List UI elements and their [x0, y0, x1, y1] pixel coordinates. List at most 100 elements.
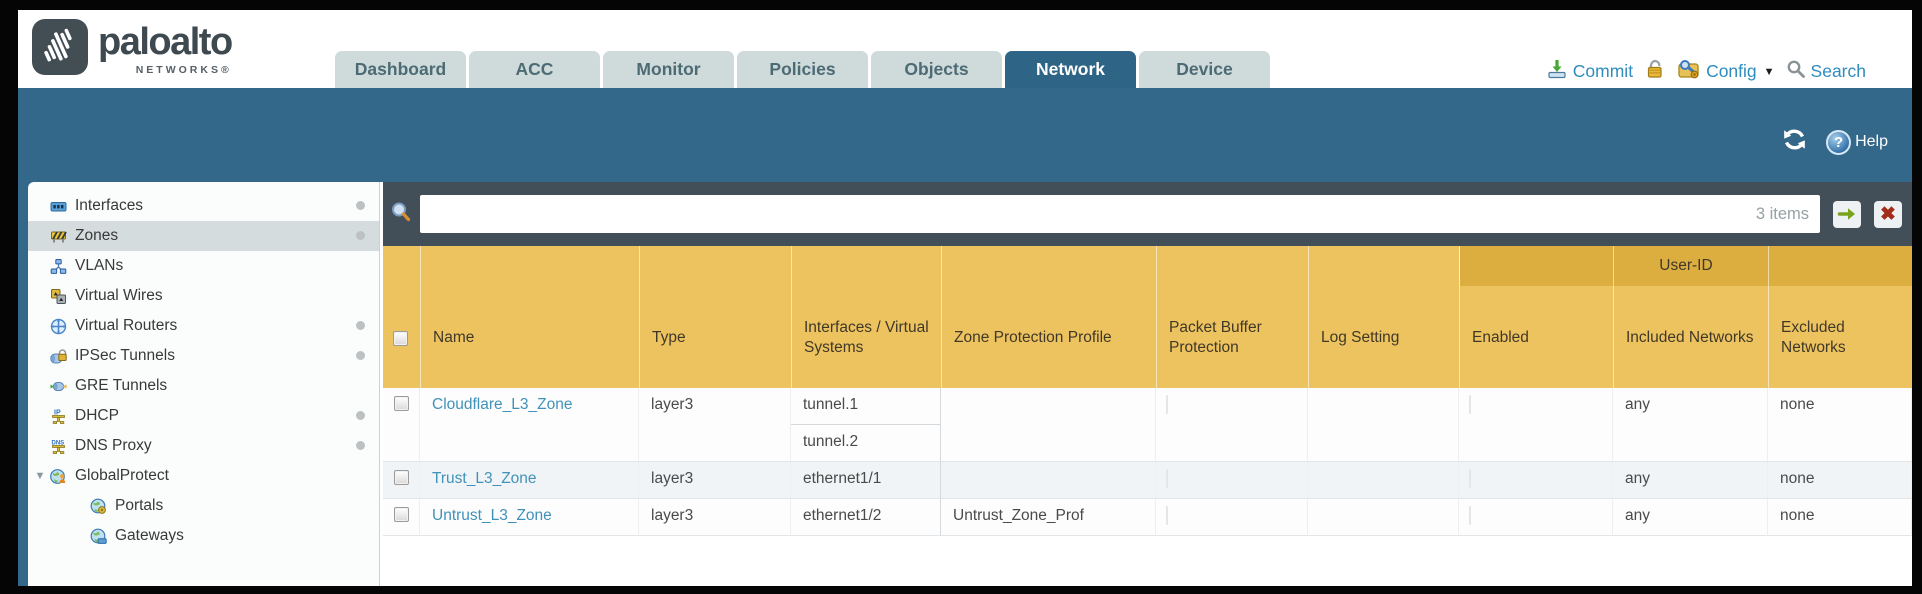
packet-buffer-checkbox[interactable] [1166, 469, 1168, 488]
interfaces-cell: tunnel.1 tunnel.2 [791, 388, 941, 462]
table-header: User-ID Name Type Interfaces / Virtual S… [383, 246, 1912, 388]
sidebar-item-zones[interactable]: Zones [28, 221, 379, 251]
app-window: paloalto NETWORKS® Dashboard ACC Monitor… [18, 10, 1912, 586]
tab-device[interactable]: Device [1139, 51, 1270, 88]
tab-objects[interactable]: Objects [871, 51, 1002, 88]
user-id-enabled-checkbox[interactable] [1469, 506, 1471, 525]
tab-acc[interactable]: ACC [469, 51, 600, 88]
status-dot [356, 411, 365, 420]
dhcp-icon: IP [50, 408, 67, 425]
type-cell: layer3 [639, 388, 791, 462]
gateways-icon [90, 528, 107, 545]
search-button[interactable]: Search [1786, 59, 1866, 84]
status-dot [356, 441, 365, 450]
select-all-cell [383, 246, 420, 388]
sidebar-item-interfaces[interactable]: Interfaces [28, 191, 379, 221]
clear-filter-button[interactable]: ✖ [1874, 200, 1902, 228]
row-checkbox[interactable] [393, 470, 409, 485]
zone-name-cell: Untrust_L3_Zone [420, 499, 639, 536]
user-id-enabled-cell [1459, 462, 1613, 499]
type-cell: layer3 [639, 462, 791, 499]
secondary-toolbar: ? Help [18, 88, 1912, 182]
log-setting-cell [1308, 499, 1459, 536]
tab-network[interactable]: Network [1005, 51, 1136, 88]
user-id-enabled-checkbox[interactable] [1469, 469, 1471, 488]
virtual-routers-icon [50, 318, 67, 335]
sidebar-item-virtual-wires[interactable]: Virtual Wires [28, 281, 379, 311]
table-row: Trust_L3_Zone layer3 ethernet1/1 any non… [383, 462, 1912, 499]
sidebar-item-portals[interactable]: Portals [28, 491, 379, 521]
globalprotect-icon [50, 468, 67, 485]
gre-tunnels-icon [50, 378, 67, 395]
packet-buffer-protection-cell [1156, 462, 1308, 499]
user-id-enabled-cell [1459, 499, 1613, 536]
zone-name-cell: Cloudflare_L3_Zone [420, 388, 639, 462]
log-setting-cell [1308, 388, 1459, 462]
config-menu[interactable]: Config ▼ [1677, 57, 1775, 86]
type-cell: layer3 [639, 499, 791, 536]
svg-text:DNS: DNS [52, 440, 65, 446]
expander-triangle-icon[interactable]: ▼ [34, 470, 46, 482]
col-header-zone-protection-profile[interactable]: Zone Protection Profile [941, 246, 1156, 388]
status-dot [356, 231, 365, 240]
tab-monitor[interactable]: Monitor [603, 51, 734, 88]
col-header-interfaces[interactable]: Interfaces / Virtual Systems [791, 246, 941, 388]
zone-name-link[interactable]: Trust_L3_Zone [432, 470, 537, 487]
zones-icon [50, 228, 67, 245]
col-header-log-setting[interactable]: Log Setting [1308, 246, 1459, 388]
lock-icon[interactable] [1644, 58, 1666, 85]
sidebar-item-globalprotect[interactable]: ▼ GlobalProtect [28, 461, 379, 491]
col-header-enabled[interactable]: Enabled [1459, 246, 1613, 388]
tab-dashboard[interactable]: Dashboard [335, 51, 466, 88]
row-checkbox[interactable] [393, 507, 409, 522]
sidebar-item-gre-tunnels[interactable]: GRE Tunnels [28, 371, 379, 401]
included-networks-cell: any [1613, 462, 1768, 499]
col-header-packet-buffer-protection[interactable]: Packet Buffer Protection [1156, 246, 1308, 388]
excluded-networks-cell: none [1768, 388, 1912, 462]
table-row: Untrust_L3_Zone layer3 ethernet1/2 Untru… [383, 499, 1912, 536]
sidebar-item-ipsec-tunnels[interactable]: IPSec Tunnels [28, 341, 379, 371]
filter-input[interactable] [420, 195, 1820, 233]
table-body: Cloudflare_L3_Zone layer3 tunnel.1 tunne… [383, 388, 1912, 536]
vlans-icon [50, 258, 67, 275]
config-caret-icon: ▼ [1763, 65, 1775, 78]
items-count: 3 items [1755, 205, 1809, 223]
col-header-included-networks[interactable]: Included Networks [1613, 246, 1768, 388]
filter-input-wrap: 3 items [420, 195, 1820, 233]
content-area: Interfaces Zones [18, 182, 1912, 586]
zone-name-link[interactable]: Untrust_L3_Zone [432, 507, 552, 524]
zone-name-link[interactable]: Cloudflare_L3_Zone [432, 396, 573, 413]
refresh-icon[interactable] [1781, 126, 1808, 158]
zone-protection-profile-cell [941, 462, 1156, 499]
packet-buffer-checkbox[interactable] [1166, 506, 1168, 525]
sidebar-item-virtual-routers[interactable]: Virtual Routers [28, 311, 379, 341]
sidebar-item-gateways[interactable]: Gateways [28, 521, 379, 551]
status-dot [356, 351, 365, 360]
ipsec-tunnels-icon [50, 348, 67, 365]
table-row: Cloudflare_L3_Zone layer3 tunnel.1 tunne… [383, 388, 1912, 462]
app-header: paloalto NETWORKS® Dashboard ACC Monitor… [18, 10, 1912, 88]
col-header-name[interactable]: Name [420, 246, 639, 388]
help-button[interactable]: ? Help [1826, 129, 1888, 155]
tab-policies[interactable]: Policies [737, 51, 868, 88]
row-checkbox[interactable] [393, 396, 409, 411]
user-id-enabled-cell [1459, 388, 1613, 462]
paloalto-logo-icon [32, 19, 88, 75]
sidebar-item-vlans[interactable]: VLANs [28, 251, 379, 281]
user-id-enabled-checkbox[interactable] [1469, 395, 1471, 414]
packet-buffer-checkbox[interactable] [1166, 395, 1168, 414]
help-icon: ? [1826, 129, 1852, 155]
commit-button[interactable]: Commit [1546, 58, 1633, 85]
col-header-type[interactable]: Type [639, 246, 791, 388]
interfaces-cell: ethernet1/1 [791, 462, 941, 499]
status-dot [356, 321, 365, 330]
select-all-checkbox[interactable] [393, 330, 408, 346]
dns-proxy-icon: DNS [50, 438, 67, 455]
sidebar-item-dns-proxy[interactable]: DNS DNS Proxy [28, 431, 379, 461]
brand-sub: NETWORKS® [135, 64, 232, 76]
sidebar-item-dhcp[interactable]: IP DHCP [28, 401, 379, 431]
commit-icon [1546, 58, 1568, 85]
apply-filter-button[interactable] [1833, 200, 1861, 228]
search-icon [1786, 59, 1806, 84]
col-header-excluded-networks[interactable]: Excluded Networks [1768, 246, 1912, 388]
